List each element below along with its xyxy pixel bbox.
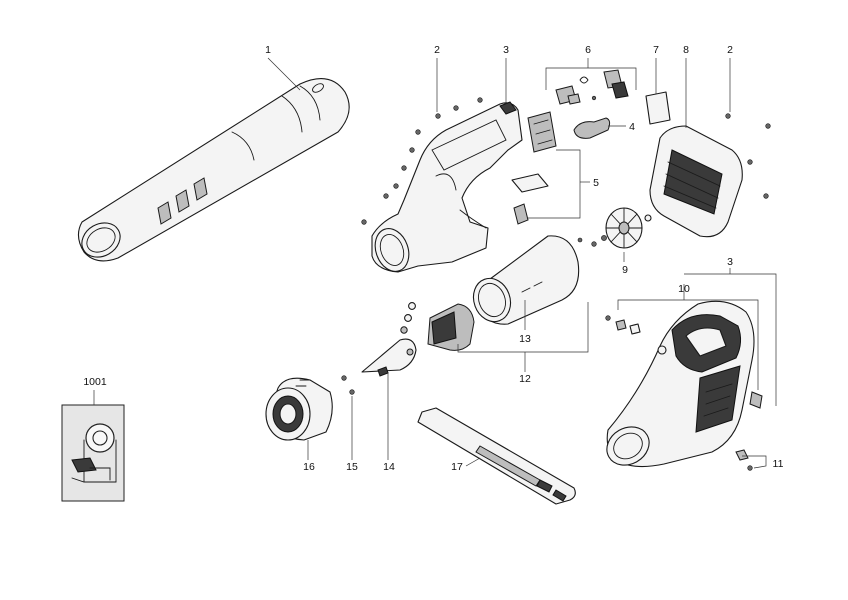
part-15-screws bbox=[341, 375, 355, 395]
callout-2-right: 2 bbox=[727, 44, 733, 56]
callout-13: 13 bbox=[519, 333, 531, 345]
part-1-blower-tube bbox=[77, 78, 350, 262]
callout-15: 15 bbox=[346, 461, 358, 473]
part-2-screws-left bbox=[361, 97, 483, 225]
part-12-motor bbox=[400, 302, 589, 353]
leader-lines bbox=[93, 57, 777, 467]
part-9-fan-impeller bbox=[577, 207, 652, 249]
callout-1001: 1001 bbox=[83, 376, 107, 388]
callout-6: 6 bbox=[585, 44, 591, 56]
part-3-housing-assembled bbox=[606, 300, 763, 468]
part-10-clips bbox=[605, 299, 759, 390]
callout-3-top: 3 bbox=[503, 44, 509, 56]
part-4-trigger bbox=[573, 117, 626, 139]
callout-1: 1 bbox=[265, 44, 271, 56]
callout-12: 12 bbox=[519, 373, 531, 385]
part-1001-inset-schematic bbox=[61, 404, 125, 502]
part-13-fan-shroud bbox=[472, 235, 580, 330]
part-5-electronics bbox=[511, 111, 590, 225]
callout-17: 17 bbox=[451, 461, 463, 473]
part-14-nose-cone bbox=[361, 338, 417, 377]
callout-5: 5 bbox=[593, 177, 599, 189]
callout-16: 16 bbox=[303, 461, 315, 473]
part-17-rail bbox=[417, 407, 576, 505]
part-16-battery-adapter bbox=[265, 377, 333, 441]
part-7-label bbox=[645, 91, 671, 125]
callout-labels: 1 2 3 6 7 8 2 4 5 9 3 10 13 12 1001 16 1… bbox=[83, 44, 783, 473]
part-6-switch-assembly bbox=[545, 67, 637, 105]
callout-4: 4 bbox=[629, 121, 635, 133]
callout-7: 7 bbox=[653, 44, 659, 56]
callout-3-bottom: 3 bbox=[727, 256, 733, 268]
callout-10: 10 bbox=[678, 283, 690, 295]
callout-9: 9 bbox=[622, 264, 628, 276]
callout-11: 11 bbox=[773, 458, 784, 470]
callout-2-left: 2 bbox=[434, 44, 440, 56]
callout-8: 8 bbox=[683, 44, 689, 56]
part-8-rear-cover bbox=[649, 113, 771, 238]
part-11-fastener bbox=[735, 449, 767, 471]
part-3-housing-half bbox=[371, 101, 523, 273]
callout-14: 14 bbox=[383, 461, 395, 473]
